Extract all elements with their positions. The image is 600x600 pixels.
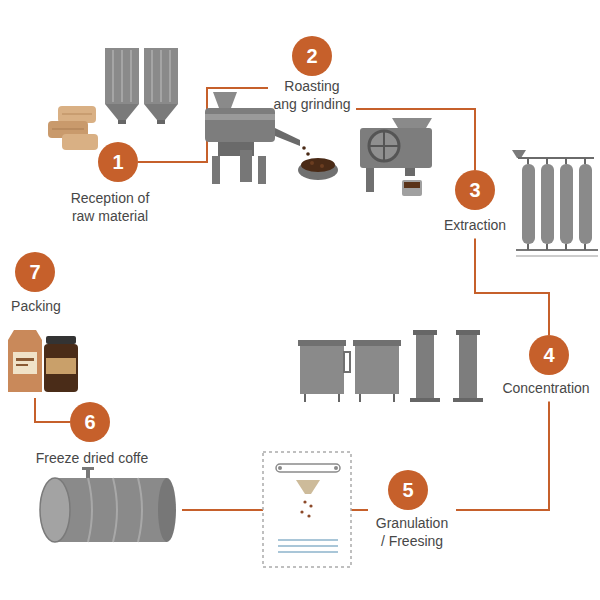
callout-number: 7 [15, 252, 55, 292]
step-label: Packing [1, 298, 71, 316]
process-step: 7Packing [0, 248, 86, 398]
callout-number: 5 [388, 470, 428, 510]
step-circle: 6 [70, 402, 110, 442]
connector-line [475, 239, 549, 336]
coffee-packages [8, 330, 78, 392]
process-step: 1Reception of raw material [56, 138, 164, 229]
granulation-unit [263, 452, 351, 567]
step-label: Granulation / Freesing [372, 515, 452, 550]
step-circle: 5 [388, 470, 428, 510]
callout-number: 4 [529, 335, 569, 375]
callout-number: 1 [98, 142, 138, 182]
grinder-machine [360, 118, 432, 196]
step-circle: 7 [15, 252, 55, 292]
step-label: Reception of raw material [60, 190, 160, 225]
step-label: Extraction [430, 217, 520, 235]
step-label: Concentration [496, 380, 596, 398]
step-label: Roasting ang grinding [272, 78, 352, 113]
connector-line [356, 109, 475, 170]
process-step: 5Granulation / Freesing [368, 466, 456, 554]
connector-line [35, 398, 70, 422]
silos [105, 48, 178, 124]
callout-number: 2 [292, 36, 332, 76]
process-step: 6Freeze dried coffe [13, 398, 182, 550]
process-step: 3Extraction [426, 166, 524, 239]
step-circle: 3 [455, 170, 495, 210]
connector-line [456, 402, 549, 511]
callout-number: 3 [455, 170, 495, 210]
step-circle: 2 [292, 36, 332, 76]
process-step: 2Roasting ang grinding [268, 32, 356, 117]
callout-number: 6 [70, 402, 110, 442]
extraction-columns [512, 150, 598, 256]
sacks [48, 106, 98, 150]
step-label: Freeze dried coffe [17, 450, 167, 468]
process-step: 4Concentration [492, 331, 600, 402]
freeze-dryer-drum [40, 467, 176, 542]
step-circle: 1 [98, 142, 138, 182]
concentration-equipment [298, 330, 483, 402]
step-circle: 4 [529, 335, 569, 375]
